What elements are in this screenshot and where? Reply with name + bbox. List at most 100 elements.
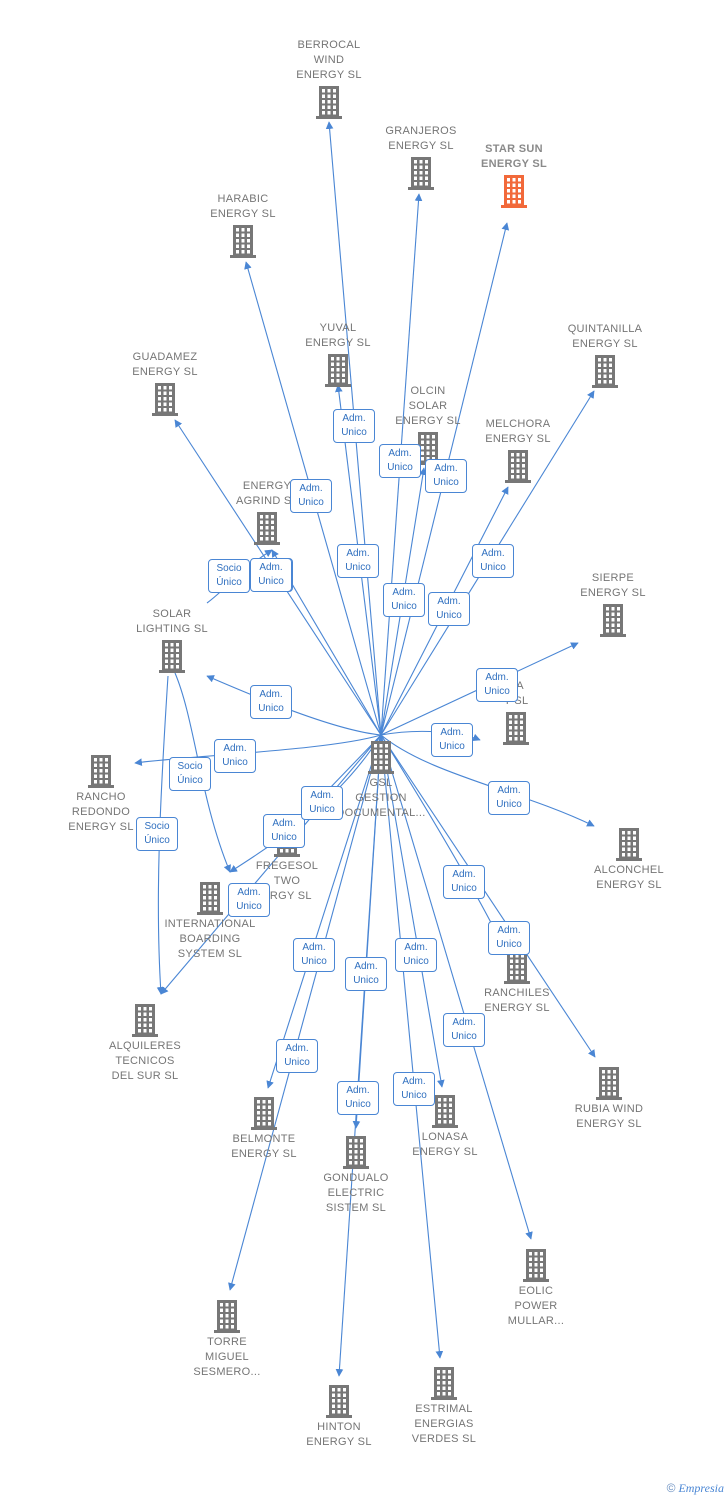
node-label: QUINTANILLA ENERGY SL bbox=[567, 323, 643, 350]
node-label: LONASA ENERGY SL bbox=[412, 1131, 478, 1158]
edge-lonasa bbox=[380, 734, 445, 1088]
building-icon bbox=[326, 1385, 352, 1418]
edge-role-label[interactable]: Adm. Unico bbox=[472, 544, 514, 578]
edge-role-label[interactable]: Adm. Unico bbox=[345, 957, 387, 991]
node-alconchel[interactable]: ALCONCHEL ENERGY SL bbox=[569, 827, 689, 893]
edge-role-label[interactable]: Adm. Unico bbox=[214, 739, 256, 773]
node-harabic[interactable]: HARABIC ENERGY SL bbox=[183, 192, 303, 258]
edge-rubia bbox=[380, 734, 596, 1058]
edge-role-label[interactable]: Adm. Unico bbox=[425, 459, 467, 493]
edge-role-label[interactable]: Adm. Unico bbox=[301, 786, 343, 820]
building-icon bbox=[251, 1097, 277, 1130]
node-berrocal[interactable]: BERROCAL WIND ENERGY SL bbox=[269, 38, 389, 119]
edge-alquileres bbox=[160, 734, 382, 995]
brand-logo: Empresia bbox=[678, 1481, 724, 1495]
edge-role-label[interactable]: Adm. Unico bbox=[293, 938, 335, 972]
building-icon bbox=[596, 1067, 622, 1100]
edge-estrimal bbox=[380, 734, 444, 1359]
node-label: GRANJEROS ENERGY SL bbox=[385, 125, 457, 152]
building-icon bbox=[592, 355, 618, 388]
node-estrimal[interactable]: ESTRIMAL ENERGIAS VERDES SL bbox=[384, 1366, 504, 1447]
edge-role-label[interactable]: Adm. Unico bbox=[488, 921, 530, 955]
node-alquileres[interactable]: ALQUILERES TECNICOS DEL SUR SL bbox=[85, 1003, 205, 1084]
node-label: BELMONTE ENERGY SL bbox=[231, 1133, 297, 1160]
node-starsun[interactable]: STAR SUN ENERGY SL bbox=[454, 142, 574, 208]
edge-role-label[interactable]: Adm. Unico bbox=[383, 583, 425, 617]
node-sierpe[interactable]: SIERPE ENERGY SL bbox=[553, 571, 673, 637]
edge-role-label[interactable]: Adm. Unico bbox=[228, 883, 270, 917]
edge-belmonte bbox=[266, 734, 382, 1089]
node-label: TORRE MIGUEL SESMERO... bbox=[193, 1336, 261, 1378]
node-yuval[interactable]: YUVAL ENERGY SL bbox=[278, 321, 398, 387]
building-icon bbox=[523, 1249, 549, 1282]
edge-role-label[interactable]: Socio Único bbox=[169, 757, 211, 791]
edge-rancho bbox=[134, 734, 382, 766]
node-label: EOLIC POWER MULLAR... bbox=[507, 1285, 565, 1327]
node-label: GSL GESTION DOCUMENTAL... bbox=[336, 777, 426, 819]
node-label: ALQUILERES TECNICOS DEL SUR SL bbox=[108, 1040, 182, 1082]
edge-role-label[interactable]: Adm. Unico bbox=[250, 685, 292, 719]
node-lonasa[interactable]: LONASA ENERGY SL bbox=[385, 1094, 505, 1160]
node-label: RANCHILES ENERGY SL bbox=[484, 987, 550, 1014]
node-label: STAR SUN ENERGY SL bbox=[480, 143, 548, 170]
edge-alconchel bbox=[380, 734, 595, 827]
node-label: ALCONCHEL ENERGY SL bbox=[594, 864, 664, 891]
edge-role-label[interactable]: Adm. Unico bbox=[428, 592, 470, 626]
building-icon bbox=[325, 354, 351, 387]
edge-role-label[interactable]: Adm. Unico bbox=[276, 1039, 318, 1073]
building-icon bbox=[132, 1004, 158, 1037]
center-node-gsl[interactable]: GSL GESTION DOCUMENTAL... bbox=[321, 740, 441, 821]
edge-role-label[interactable]: Adm. Unico bbox=[250, 558, 292, 592]
node-solar[interactable]: SOLAR LIGHTING SL bbox=[112, 607, 232, 673]
building-icon bbox=[343, 1136, 369, 1169]
node-label: INTERNATIONAL BOARDING SYSTEM SL bbox=[164, 918, 256, 960]
edge-role-label[interactable]: Socio Único bbox=[136, 817, 178, 851]
edge-role-label[interactable]: Socio Único bbox=[208, 559, 250, 593]
building-icon bbox=[197, 882, 223, 915]
node-guadamez[interactable]: GUADAMEZ ENERGY SL bbox=[105, 350, 225, 416]
node-label: MELCHORA ENERGY SL bbox=[485, 418, 551, 445]
node-agrind[interactable]: ENERGY AGRIND SL bbox=[207, 479, 327, 545]
edge-role-label[interactable]: Adm. Unico bbox=[443, 1013, 485, 1047]
edge-role-label[interactable]: Adm. Unico bbox=[476, 668, 518, 702]
building-icon bbox=[214, 1300, 240, 1333]
node-label: SIERPE ENERGY SL bbox=[580, 572, 646, 599]
edge-role-label[interactable]: Adm. Unico bbox=[333, 409, 375, 443]
building-icon bbox=[501, 175, 527, 208]
building-icon bbox=[616, 828, 642, 861]
node-label: SOLAR LIGHTING SL bbox=[136, 608, 208, 635]
node-label: FREGESOL TWO ERGY SL bbox=[255, 860, 319, 902]
edge-role-label[interactable]: Adm. Unico bbox=[337, 544, 379, 578]
edge-role-label[interactable]: Adm. Unico bbox=[443, 865, 485, 899]
edge-role-label[interactable]: Adm. Unico bbox=[431, 723, 473, 757]
node-gondualo[interactable]: GONDUALO ELECTRIC SISTEM SL bbox=[296, 1135, 416, 1216]
node-ranchiles[interactable]: RANCHILES ENERGY SL bbox=[457, 950, 577, 1016]
node-label: RUBIA WIND ENERGY SL bbox=[574, 1103, 644, 1130]
edge-role-label[interactable]: Adm. Unico bbox=[290, 479, 332, 513]
node-melchora[interactable]: MELCHORA ENERGY SL bbox=[458, 417, 578, 483]
building-icon bbox=[504, 951, 530, 984]
node-torre[interactable]: TORRE MIGUEL SESMERO... bbox=[167, 1299, 287, 1380]
node-quintanilla[interactable]: QUINTANILLA ENERGY SL bbox=[545, 322, 665, 388]
node-eolic[interactable]: EOLIC POWER MULLAR... bbox=[476, 1248, 596, 1329]
edge-role-label[interactable]: Adm. Unico bbox=[337, 1081, 379, 1115]
brand-credit[interactable]: ©Empresia bbox=[667, 1481, 724, 1496]
node-rancho[interactable]: RANCHO REDONDO ENERGY SL bbox=[41, 754, 161, 835]
node-hinton[interactable]: HINTON ENERGY SL bbox=[279, 1384, 399, 1450]
node-granjeros[interactable]: GRANJEROS ENERGY SL bbox=[361, 124, 481, 190]
building-icon bbox=[152, 383, 178, 416]
node-international[interactable]: INTERNATIONAL BOARDING SYSTEM SL bbox=[150, 881, 270, 962]
building-icon bbox=[432, 1095, 458, 1128]
node-rubia[interactable]: RUBIA WIND ENERGY SL bbox=[549, 1066, 669, 1132]
building-icon bbox=[316, 86, 342, 119]
node-label: HINTON ENERGY SL bbox=[306, 1421, 372, 1448]
edge-role-label[interactable]: Adm. Unico bbox=[488, 781, 530, 815]
edge-role-label[interactable]: Adm. Unico bbox=[263, 814, 305, 848]
node-label: YUVAL ENERGY SL bbox=[305, 322, 371, 349]
building-icon bbox=[254, 512, 280, 545]
edge-role-label[interactable]: Adm. Unico bbox=[395, 938, 437, 972]
edge-role-label[interactable]: Adm. Unico bbox=[379, 444, 421, 478]
node-label: GUADAMEZ ENERGY SL bbox=[132, 351, 198, 378]
node-belmonte[interactable]: BELMONTE ENERGY SL bbox=[204, 1096, 324, 1162]
edge-role-label[interactable]: Adm. Unico bbox=[393, 1072, 435, 1106]
